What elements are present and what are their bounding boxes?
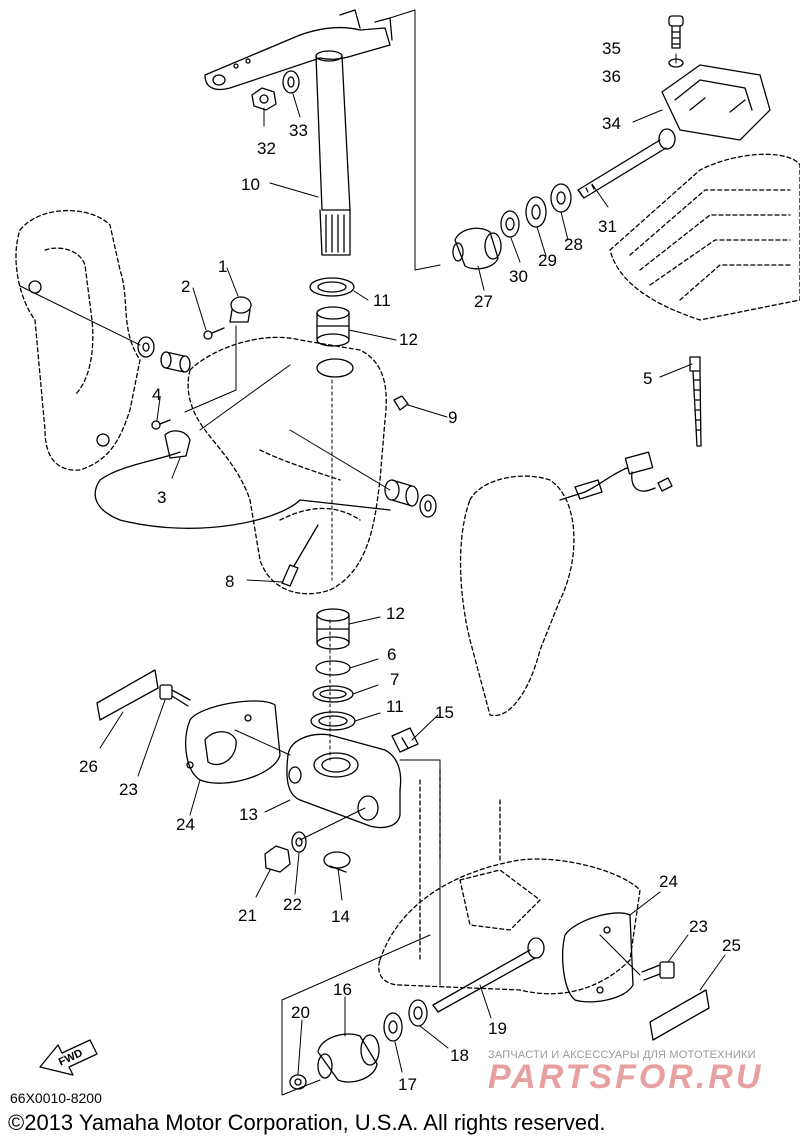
callout-13: 13 [239,805,258,824]
nut-32 [251,87,277,111]
callout-25: 25 [722,936,741,955]
plate-24-right [562,912,634,1003]
callout-30: 30 [509,267,528,286]
diagram-part-code: 66X0010-8200 [10,1090,102,1106]
bolt-15 [391,727,419,753]
nut-21 [264,845,291,873]
callout-10: 10 [241,175,260,194]
callout-24-left: 24 [176,815,195,834]
label-26 [96,669,159,721]
wire-harness [559,451,673,501]
callout-4: 4 [152,385,161,404]
callout-7: 7 [390,670,399,689]
bolt-19 [432,937,545,1013]
callout-26: 26 [79,757,98,776]
lower-cowling-plate [609,153,800,321]
bushing-11-upper [309,277,355,297]
callout-5: 5 [643,369,652,388]
callout-28: 28 [564,235,583,254]
callout-23-right: 23 [689,917,708,936]
screw-2 [203,327,225,340]
mount-rubber-27 [452,227,502,270]
bracket-bolt-hole-lower [96,433,110,447]
mount-rubber-16 [317,1033,380,1083]
upper-bore [316,358,354,378]
washer-30 [500,210,520,238]
washer-29 [525,196,547,228]
bushing-collar [137,336,191,373]
lower-casing [378,769,641,995]
label-25 [649,989,710,1041]
bolt-23-left [159,684,191,707]
bolt-31 [577,128,676,199]
ring-7 [312,685,354,703]
callout-14: 14 [331,907,350,926]
fwd-arrow-icon: FWD [39,1039,98,1076]
nipple-9 [393,395,409,411]
washer-17 [383,1012,403,1042]
callout-20: 20 [291,1003,310,1022]
bushing-12-upper [316,306,350,347]
callout-6: 6 [387,645,396,664]
washer-18 [408,999,428,1027]
callout-11-upper: 11 [373,291,391,310]
callout-22: 22 [283,895,302,914]
cable-tie-5 [689,356,702,447]
pivot-pin [384,479,437,518]
washer-22 [291,831,307,853]
callout-18: 18 [450,1046,469,1065]
callout-32: 32 [257,139,276,158]
callout-34: 34 [602,114,621,133]
bushing-11-lower [310,711,356,731]
screw-8 [281,524,319,587]
watermark-tagline: ЗАПЧАСТИ И АКСЕССУАРЫ ДЛЯ МОТОТЕХНИКИ [488,1049,756,1061]
callout-23-left: 23 [119,780,138,799]
callout-15: 15 [435,703,454,722]
bolt-35 [668,15,684,49]
plate-24-left [185,700,281,784]
callout-11-lower: 11 [386,697,404,716]
callout-12-lower: 12 [386,604,405,623]
steering-column-guide [459,475,575,717]
callout-27: 27 [474,292,493,311]
oring-6 [315,660,351,676]
damper-34 [661,64,771,141]
reference-lines [281,9,441,1096]
callout-19: 19 [488,1019,507,1038]
washer-28 [550,183,572,213]
leader-lines [19,53,726,1075]
callout-29: 29 [538,251,557,270]
callout-3: 3 [157,488,166,507]
clip-14 [323,851,351,873]
callout-24-right: 24 [659,872,678,891]
clamp-1 [229,296,252,323]
callout-9: 9 [448,408,457,427]
callout-2: 2 [181,277,190,296]
callout-35: 35 [602,39,621,58]
callout-31: 31 [598,217,617,236]
lower-mount-housing-13 [286,733,402,829]
sensor-3 [94,430,391,529]
screw-4 [151,419,171,430]
callout-16: 16 [333,980,352,999]
watermark-brand: PARTSFOR.RU [488,1058,764,1096]
callout-21: 21 [238,906,257,925]
bushing-12-lower [316,608,350,650]
callout-36: 36 [602,67,621,86]
callout-1: 1 [218,257,227,276]
left-bracket [15,209,141,471]
copyright-notice: ©2013 Yamaha Motor Corporation, U.S.A. A… [8,1110,606,1135]
callout-12-upper: 12 [399,330,418,349]
washer-33 [282,70,300,94]
callout-17: 17 [398,1075,417,1094]
callout-33: 33 [289,121,308,140]
swivel-bracket [187,336,387,595]
callout-labels: 35 36 34 32 33 10 31 28 29 30 27 1 2 11 … [79,39,741,1094]
callout-8: 8 [225,572,234,591]
bolt-23-right [641,961,675,981]
steering-shaft [315,50,351,256]
